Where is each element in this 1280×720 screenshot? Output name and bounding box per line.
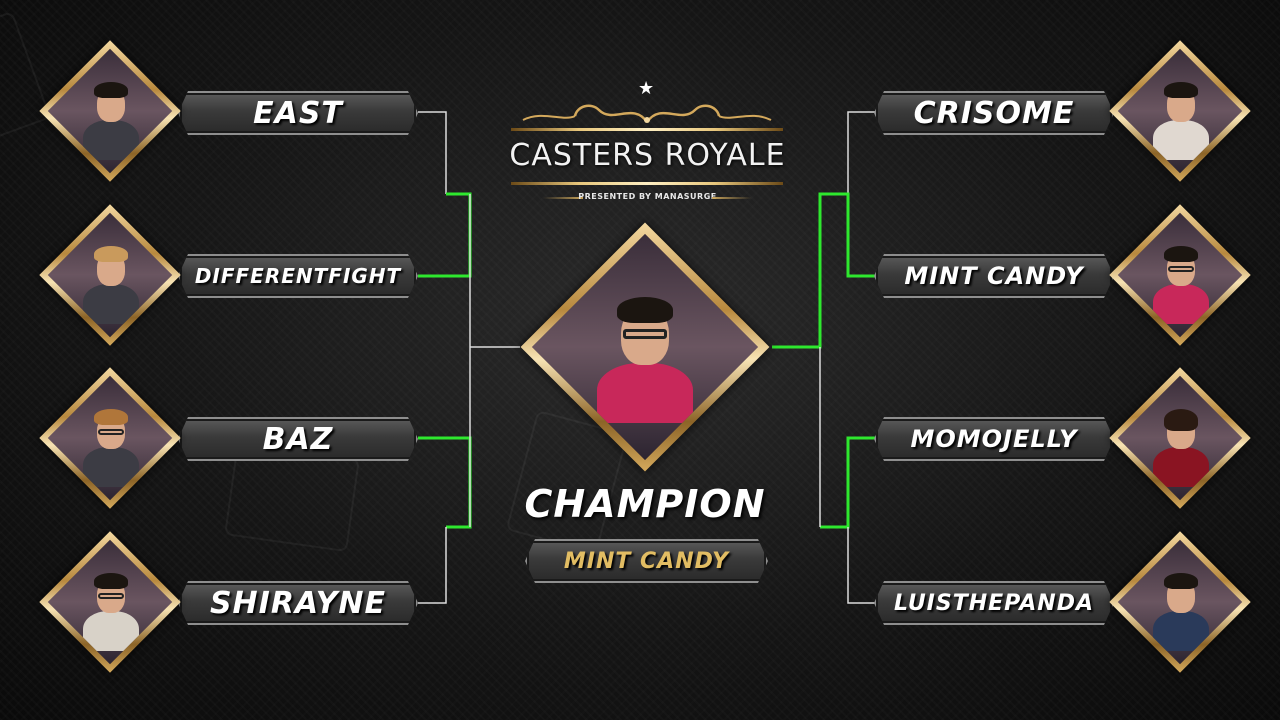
event-subtitle: PRESENTED BY MANASURGE bbox=[578, 192, 717, 201]
player-name-plate: EAST bbox=[178, 91, 418, 135]
champion-label: CHAMPION bbox=[524, 482, 766, 526]
ornament-icon bbox=[522, 104, 772, 123]
player-name-plate: CRISOME bbox=[874, 91, 1114, 135]
logo-divider bbox=[511, 182, 783, 185]
player-name-plate: DIFFERENTFIGHT bbox=[178, 254, 418, 298]
player-name-plate: BAZ bbox=[178, 417, 418, 461]
player-name-plate: MINT CANDY bbox=[874, 254, 1114, 298]
logo-divider bbox=[712, 197, 752, 199]
star-icon: ★ bbox=[638, 78, 655, 99]
champion-name-plate: MINT CANDY bbox=[525, 539, 768, 583]
logo-divider bbox=[511, 128, 783, 131]
event-title: CASTERS ROYALE bbox=[509, 138, 786, 173]
event-logo: ★ CASTERS ROYALE PRESENTED BY MANASURGE bbox=[505, 78, 790, 208]
logo-divider bbox=[543, 197, 583, 199]
player-name-plate: MOMOJELLY bbox=[874, 417, 1114, 461]
player-name-plate: SHIRAYNE bbox=[178, 581, 418, 625]
player-name-plate: LUISTHEPANDA bbox=[874, 581, 1114, 625]
